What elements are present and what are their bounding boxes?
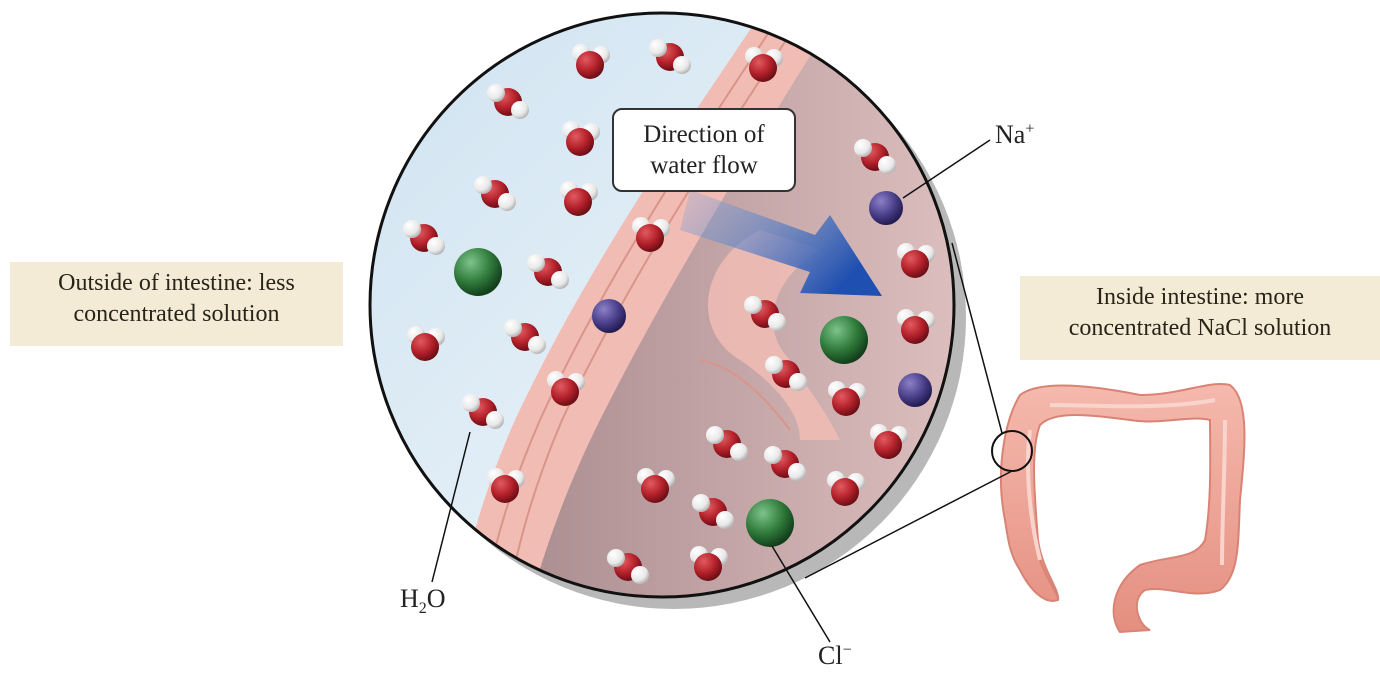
outside-intestine-label: Outside of intestine: less concentrated … [10, 262, 343, 346]
inside-intestine-label: Inside intestine: more concentrated NaCl… [1020, 276, 1380, 360]
inside-label-line-1: Inside intestine: more [1030, 282, 1370, 313]
water-h: H [400, 584, 419, 613]
sodium-symbol: Na [995, 120, 1025, 149]
sodium-ion [592, 299, 626, 333]
water-subscript: 2 [419, 600, 427, 617]
sodium-charge: + [1025, 120, 1034, 137]
chloride-ion [746, 499, 794, 547]
water-label: H2O [400, 584, 446, 618]
outside-label-line-1: Outside of intestine: less [20, 268, 333, 299]
chloride-ion [454, 248, 502, 296]
sodium-label: Na+ [995, 120, 1034, 150]
chloride-ion [820, 316, 868, 364]
callout-line-2: water flow [614, 150, 794, 181]
callout-line-1: Direction of [614, 119, 794, 150]
chloride-label: Cl− [818, 641, 852, 671]
water-o: O [427, 584, 446, 613]
chloride-symbol: Cl [818, 641, 843, 670]
sodium-ion [869, 191, 903, 225]
inside-label-line-2: concentrated NaCl solution [1030, 313, 1370, 344]
outside-label-line-2: concentrated solution [20, 299, 333, 330]
chloride-charge: − [843, 641, 852, 658]
intestine-illustration [1001, 384, 1244, 632]
water-flow-callout: Direction of water flow [612, 108, 796, 192]
sodium-ion [898, 373, 932, 407]
